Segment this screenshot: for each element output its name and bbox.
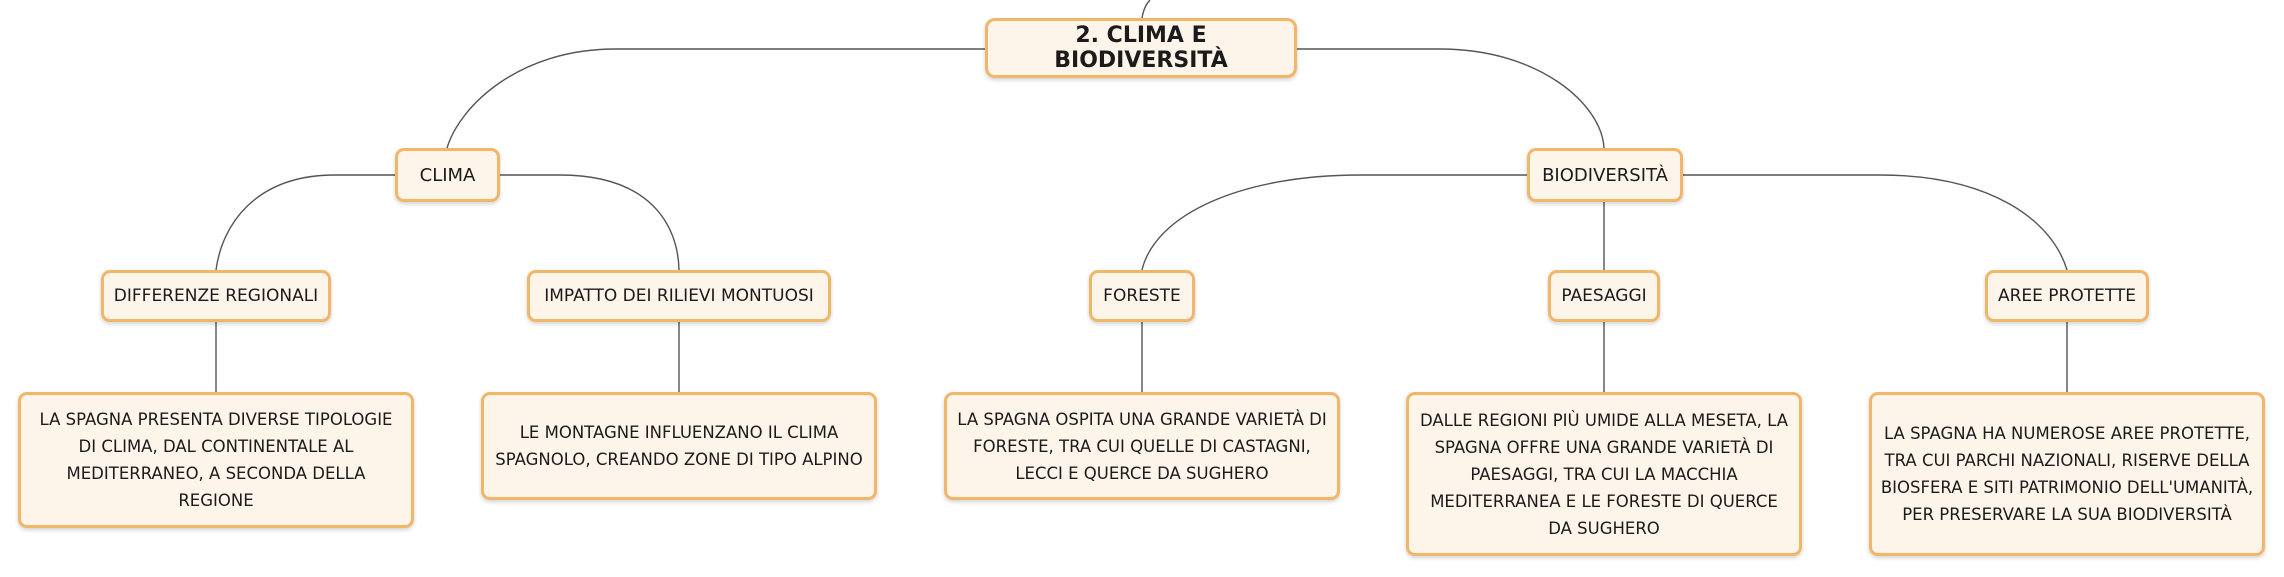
connector-root-clima <box>446 48 985 149</box>
detail-foreste-text: LA SPAGNA OSPITA UNA GRANDE VARIETÀ DI F… <box>957 409 1327 483</box>
node-clima-label: CLIMA <box>419 164 476 186</box>
node-aree-protette-label: AREE PROTETTE <box>1997 286 2137 306</box>
connector-root-biodiversita <box>1297 48 1605 149</box>
detail-differenze-regionali-text: LA SPAGNA PRESENTA DIVERSE TIPOLOGIE DI … <box>39 410 393 510</box>
connector-bio-foreste <box>1141 174 1527 271</box>
node-differenze-regionali-label: DIFFERENZE REGIONALI <box>113 286 319 306</box>
connector-clima-differenze <box>215 174 398 271</box>
root-node[interactable]: 2. CLIMA E BIODIVERSITÀ <box>985 18 1297 78</box>
detail-impatto-rilievi[interactable]: LE MONTAGNE INFLUENZANO IL CLIMA SPAGNOL… <box>481 392 877 500</box>
root-node-label: 2. CLIMA E BIODIVERSITÀ <box>1054 23 1228 73</box>
node-paesaggi[interactable]: PAESAGGI <box>1548 270 1660 322</box>
node-aree-protette[interactable]: AREE PROTETTE <box>1985 270 2149 322</box>
detail-impatto-rilievi-text: LE MONTAGNE INFLUENZANO IL CLIMA SPAGNOL… <box>495 423 863 469</box>
connector-bio-aree <box>1683 174 2068 271</box>
node-paesaggi-label: PAESAGGI <box>1561 286 1647 306</box>
node-impatto-rilievi-label: IMPATTO DEI RILIEVI MONTUOSI <box>544 286 814 306</box>
detail-foreste[interactable]: LA SPAGNA OSPITA UNA GRANDE VARIETÀ DI F… <box>944 392 1340 500</box>
connector-clima-impatto <box>500 174 680 271</box>
connector-parent-root <box>1141 0 1151 19</box>
node-biodiversita[interactable]: BIODIVERSITÀ <box>1527 148 1683 202</box>
node-differenze-regionali[interactable]: DIFFERENZE REGIONALI <box>101 270 331 322</box>
node-clima[interactable]: CLIMA <box>395 148 500 202</box>
detail-differenze-regionali[interactable]: LA SPAGNA PRESENTA DIVERSE TIPOLOGIE DI … <box>18 392 414 528</box>
node-impatto-rilievi[interactable]: IMPATTO DEI RILIEVI MONTUOSI <box>527 270 831 322</box>
node-biodiversita-label: BIODIVERSITÀ <box>1542 164 1668 186</box>
detail-paesaggi-text: DALLE REGIONI PIÙ UMIDE ALLA MESETA, LA … <box>1419 410 1788 538</box>
detail-aree-protette-text: LA SPAGNA HA NUMEROSE AREE PROTETTE, TRA… <box>1880 424 2254 524</box>
node-foreste-label: FORESTE <box>1103 286 1181 306</box>
detail-aree-protette[interactable]: LA SPAGNA HA NUMEROSE AREE PROTETTE, TRA… <box>1869 392 2265 556</box>
detail-paesaggi[interactable]: DALLE REGIONI PIÙ UMIDE ALLA MESETA, LA … <box>1406 392 1802 556</box>
node-foreste[interactable]: FORESTE <box>1089 270 1195 322</box>
